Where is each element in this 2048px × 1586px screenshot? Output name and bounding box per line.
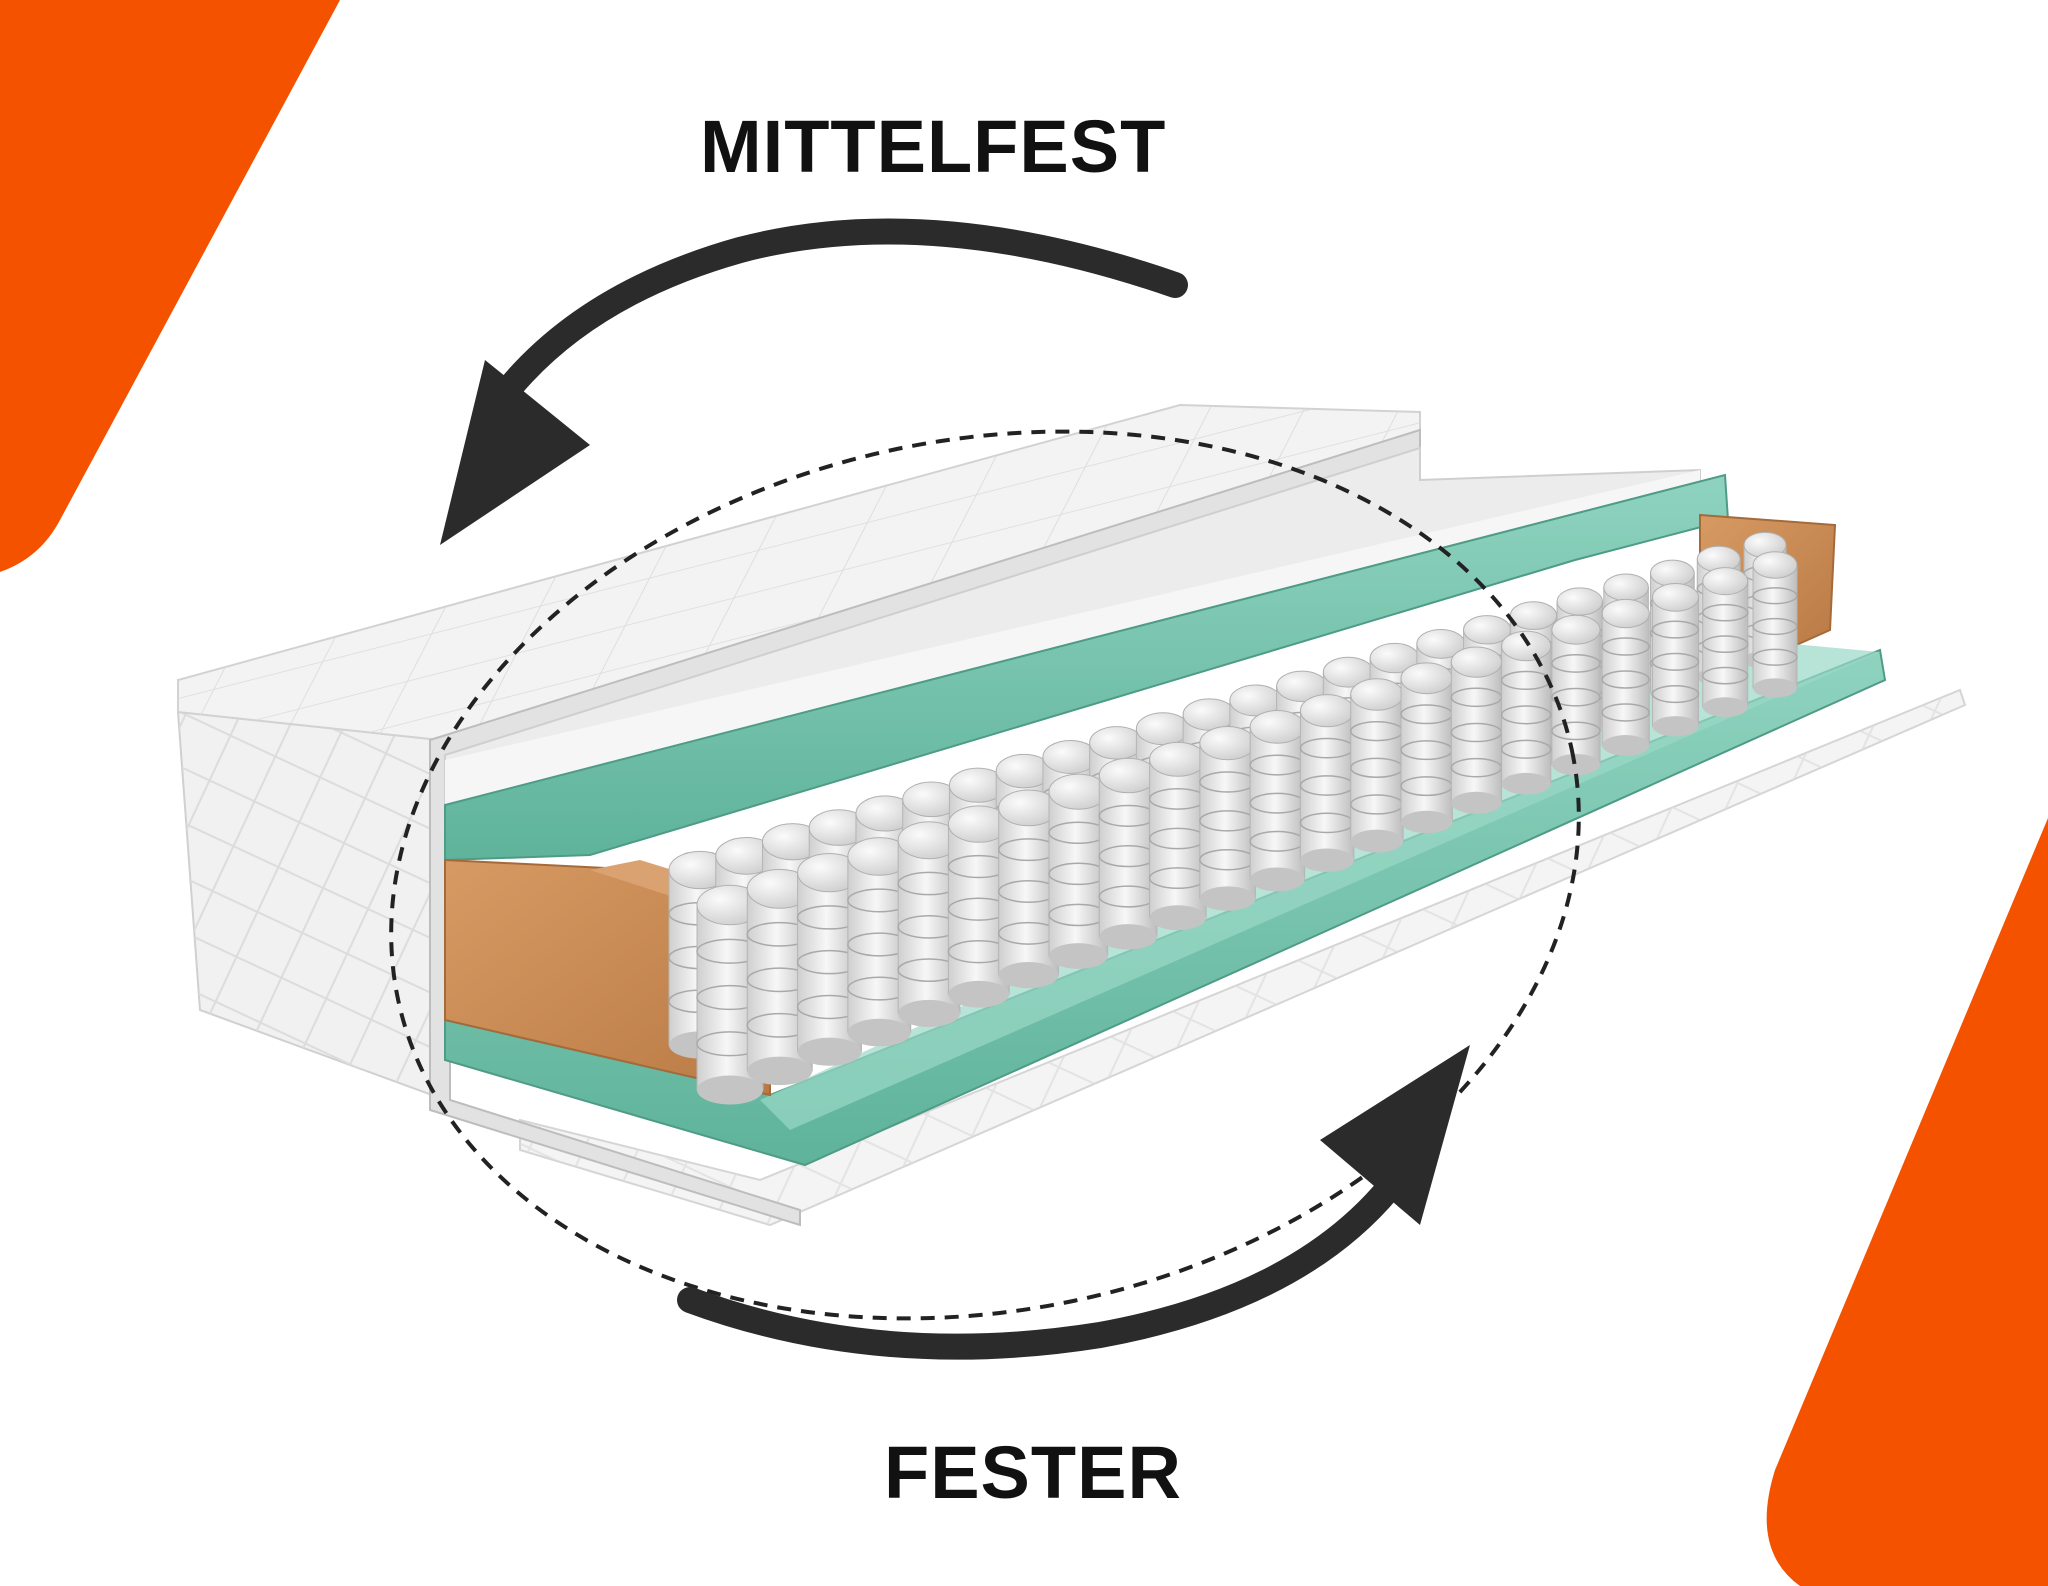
- accent-shape-top-left: [0, 0, 340, 572]
- pocket-spring: [997, 789, 1060, 989]
- pocket-spring: [1349, 678, 1404, 853]
- pocket-spring: [1148, 741, 1207, 931]
- curved-arrow-clockwise-icon: [677, 1045, 1470, 1360]
- mattress-end-face-quilt: [178, 712, 440, 1098]
- pocket-spring: [1752, 551, 1798, 698]
- firmness-label-top: MITTELFEST: [700, 105, 1167, 188]
- accent-shape-bottom-right: [1766, 818, 2048, 1586]
- pocket-spring: [1400, 662, 1454, 834]
- pocket-spring: [1098, 757, 1158, 950]
- pocket-spring: [1500, 630, 1552, 795]
- firmness-label-bottom: FESTER: [884, 1431, 1182, 1514]
- pocket-spring: [1701, 567, 1749, 718]
- mattress-top-quilt: [178, 405, 1420, 740]
- pocket-spring: [1551, 614, 1601, 776]
- curved-arrow-counterclockwise-icon: [440, 218, 1188, 545]
- pocket-spring: [1450, 646, 1503, 814]
- pocket-spring: [1299, 694, 1355, 873]
- pocket-spring: [1249, 710, 1306, 892]
- pocket-spring: [1199, 725, 1257, 911]
- pocket-spring: [1651, 583, 1700, 737]
- pocket-spring-core: [668, 531, 1798, 1105]
- cover-cut-edge: [429, 428, 1421, 1227]
- dashed-rotation-circle: [389, 429, 1581, 1321]
- top-comfort-foam-face: [445, 470, 1700, 805]
- mattress: [176, 403, 1967, 1227]
- pocket-spring: [1048, 773, 1109, 969]
- pocket-spring: [1601, 598, 1651, 756]
